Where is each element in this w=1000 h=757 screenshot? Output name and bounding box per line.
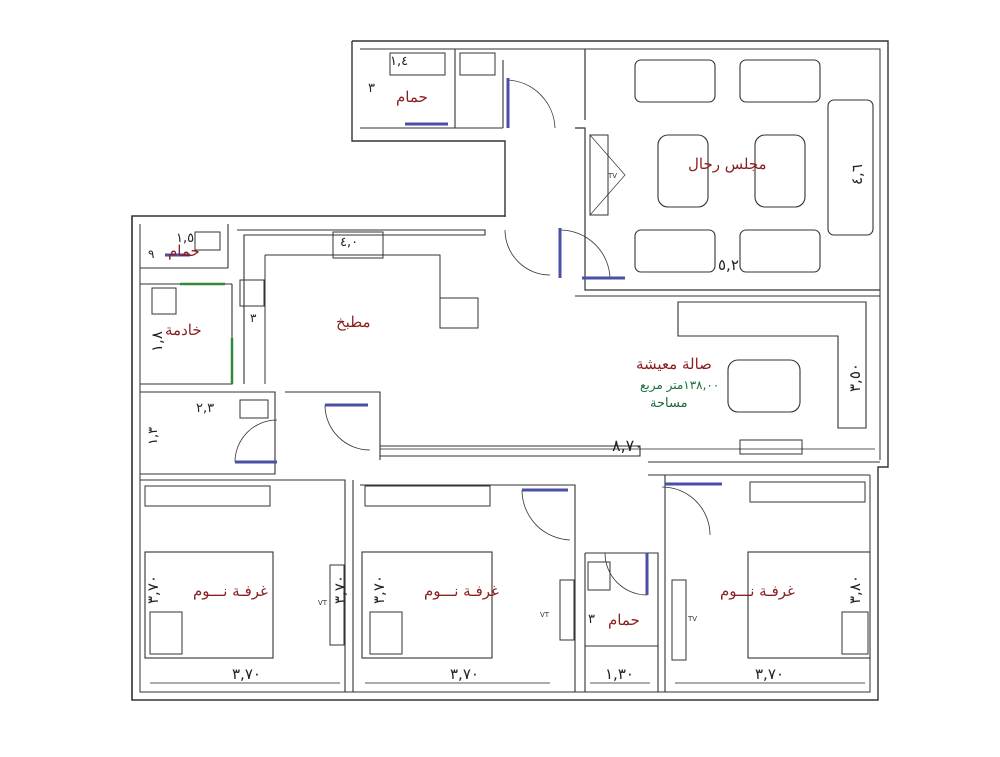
- area-value: ١٣٨,٠٠متر مربع: [640, 379, 719, 391]
- dimension-lines: [150, 448, 875, 684]
- table: [657, 134, 709, 208]
- room-label-bath-center: حمام: [608, 611, 640, 629]
- room-label-living: صالة معيشة: [636, 355, 712, 373]
- dim-bath-maid-h: ٩: [148, 247, 155, 261]
- dim-kitchen-w: ٤,٠: [340, 235, 359, 250]
- dim-bed-left-h2: ٣,٧٠: [331, 575, 349, 604]
- dim-bed-left-w: ٣,٧٠: [232, 665, 261, 683]
- sofa: [827, 99, 874, 236]
- area-number: ١٣٨,٠٠: [683, 378, 720, 392]
- kitchen-sink: [332, 231, 384, 259]
- area-unit: متر مربع: [640, 378, 684, 392]
- room-label-bath-maid: حمام: [168, 242, 200, 260]
- dim-majlis-h: ٤,٦: [848, 164, 866, 185]
- top-left-wall: [351, 41, 506, 216]
- dim-bed-right-h: ٣,٨٠: [846, 575, 864, 604]
- dim-wc-w: ٢,٣: [196, 401, 215, 416]
- dim-bath-top-w: ١,٤: [390, 54, 409, 69]
- sofa: [634, 59, 716, 103]
- dim-living-w: ٨,٧٠: [612, 436, 643, 455]
- area-label: مساحة: [650, 396, 688, 411]
- wardrobe: [364, 485, 491, 507]
- dim-living-h: ٣,٥٠: [846, 363, 864, 392]
- dim-bath-center-h: ٣: [588, 612, 595, 627]
- kitchen-counter: [237, 229, 486, 384]
- outer-wall: [131, 40, 889, 701]
- bed: [361, 551, 493, 659]
- room-label-maid: خادمة: [165, 321, 202, 339]
- dim-bath-maid-w: ١,٥: [176, 231, 195, 246]
- room-label-bed-right: غرفـة نـــوم: [720, 582, 795, 600]
- room-label-bath-top: حمام: [396, 88, 428, 106]
- dim-bed-right-w: ٣,٧٠: [755, 665, 784, 683]
- dim-kitchen-h: ٣: [250, 311, 257, 325]
- dim-bed-left-h: ٣,٧٠: [144, 575, 162, 604]
- dim-bed-mid-h: ٣,٧٠: [370, 575, 388, 604]
- bed-left-wall: [140, 479, 346, 692]
- sofa: [634, 229, 716, 273]
- bed: [144, 551, 274, 659]
- wardrobe: [144, 485, 271, 507]
- sofa: [739, 59, 821, 103]
- coffee-table: [727, 359, 801, 413]
- corridor-wall: [380, 445, 641, 457]
- tv-icon: TV: [608, 172, 618, 180]
- tv-icon: TV: [688, 615, 698, 623]
- tv-icon: VT: [540, 611, 550, 619]
- stove: [239, 279, 265, 307]
- room-label-kitchen: مطبخ: [336, 313, 371, 331]
- room-label-bed-left: غرفـة نـــوم: [193, 582, 268, 600]
- dim-wc-h: ١,٣: [146, 426, 161, 445]
- dim-bed-mid-w: ٣,٧٠: [450, 665, 479, 683]
- table: [754, 134, 806, 208]
- dim-maid-h: ١,٨: [148, 331, 166, 352]
- bed-right-wall: [648, 461, 880, 692]
- room-label-majlis: مجلس رجال: [688, 155, 767, 173]
- opening: [180, 282, 234, 384]
- l-sofa: [677, 301, 867, 429]
- bed: [747, 551, 871, 659]
- door-leaves: [165, 78, 722, 595]
- bed-mid-wall: [352, 480, 576, 692]
- dim-majlis-w: ٥,٢: [718, 256, 739, 274]
- room-label-bed-mid: غرفـة نـــوم: [424, 582, 499, 600]
- dim-bath-center-w: ١,٣٠: [605, 665, 634, 683]
- walls: [131, 40, 889, 701]
- wc-wall: [140, 391, 381, 475]
- majlis-wall: [575, 49, 880, 291]
- top-bath-walls: [360, 49, 504, 129]
- door-swings: [234, 79, 711, 596]
- wardrobe: [749, 481, 866, 503]
- dim-bath-top-h: ٣: [368, 81, 375, 96]
- sofa: [739, 229, 821, 273]
- tv-icon: VT: [318, 599, 328, 607]
